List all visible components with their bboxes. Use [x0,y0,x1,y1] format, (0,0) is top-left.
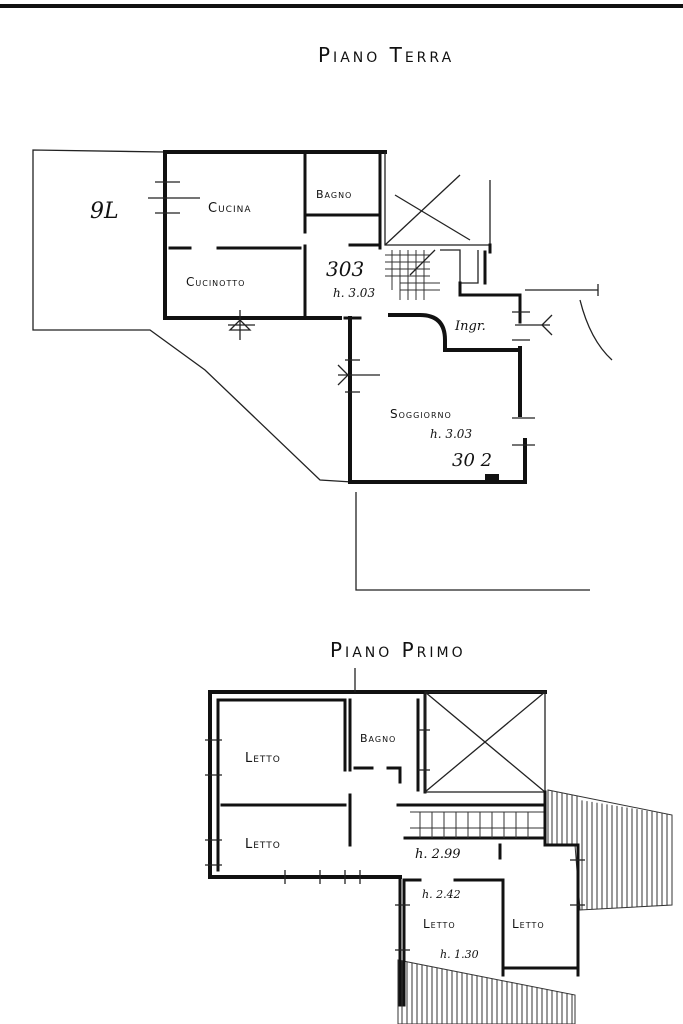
first-floor-staircase [396,803,547,840]
room-label-ingresso: Ingr. [454,319,486,334]
room-label-bagno-first: Bagno [360,732,396,745]
handwritten-stair-number: 303 [326,257,364,281]
ground-floor-openings [148,181,553,482]
room-label-letto-2: Letto [245,837,281,852]
handwritten-soggiorno-number: 30 2 [452,450,492,471]
first-floor-title: Piano Primo [330,638,466,662]
ground-floor-site-outline [32,149,613,591]
height-label-landing: h. 2.99 [415,847,461,862]
room-label-cucina: Cucina [208,201,252,216]
first-floor-walls [208,690,580,1007]
room-label-cucinotto: Cucinotto [186,275,245,289]
height-label-low-1: h. 2.42 [422,888,461,901]
ground-floor-title: Piano Terra [318,43,454,67]
room-label-letto-4: Letto [512,917,545,931]
hatch-area-bottom [397,959,576,1024]
height-label-soggiorno: h. 3.03 [430,427,472,441]
height-label-ground-main: h. 3.03 [333,286,375,300]
room-label-bagno-ground: Bagno [316,188,352,201]
ground-floor-walls [163,150,527,484]
room-label-soggiorno: Soggiorno [390,407,452,421]
handwritten-corner-mark: 9L [90,199,119,224]
first-floor-openings [205,668,585,951]
room-label-letto-3: Letto [423,917,456,931]
first-floor-roof-hatching [397,789,673,1024]
room-label-letto-1: Letto [245,751,281,766]
ground-floor-staircase [385,249,479,300]
height-label-low-2: h. 1.30 [440,948,479,961]
